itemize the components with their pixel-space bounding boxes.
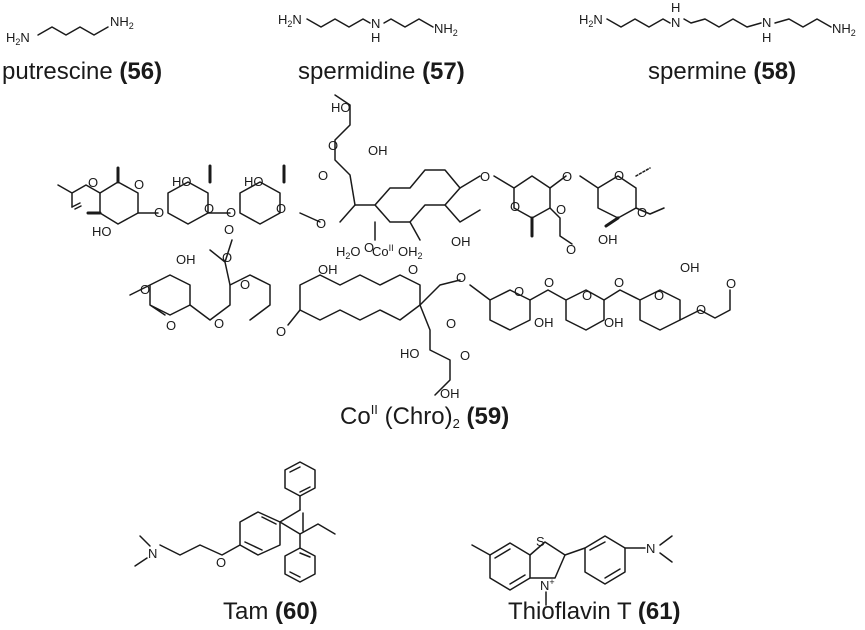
upper-right-sugars: O O O O O OH O: [493, 167, 665, 257]
upper-sugar-chain: O HO O O HO O O HO O O: [57, 164, 326, 239]
tamoxifen-o: O: [216, 555, 226, 570]
lower-right-ring-3-o: O: [654, 288, 664, 303]
upper-link-o-3: O: [316, 216, 326, 231]
caption-thioflavin: Thioflavin T (61): [508, 598, 681, 625]
lower-left-ac-o: O: [222, 250, 232, 265]
spermine-chain-2: [683, 18, 762, 28]
caption-tamoxifen: Tam (60): [223, 598, 318, 625]
spermine-nh2: NH2: [832, 21, 856, 38]
upper-aglycone-o: O: [480, 169, 490, 184]
upper-ring-a-ho: HO: [92, 224, 112, 239]
upper-right-o-ac: O: [556, 202, 566, 217]
lower-right-link-o-1: O: [544, 275, 554, 290]
upper-ring-c-o: O: [276, 201, 286, 216]
upper-ring-a-o: O: [134, 177, 144, 192]
lower-link-o: O: [456, 270, 466, 285]
lower-side-ho: HO: [400, 346, 420, 361]
spermine-chain-1: [606, 18, 671, 28]
spermine-h2n: H2N: [579, 12, 603, 29]
upper-acetyl-o: O: [88, 175, 98, 190]
lower-right-link-o-2: O: [614, 275, 624, 290]
upper-right-link-o: O: [562, 169, 572, 184]
lower-right-ring-1-o: O: [514, 284, 524, 299]
thioflavin-structure: S N+ N: [471, 534, 673, 606]
caption-cobalt-chromomycin: CoII (Chro)2 (59): [340, 402, 509, 431]
lower-right-acetyl-o: O: [726, 276, 736, 291]
upper-right-ring-1-o: O: [510, 199, 520, 214]
thioflavin-n: N+: [540, 577, 555, 593]
spermidine-nh2: NH2: [434, 21, 458, 38]
tamoxifen-n: N: [148, 546, 157, 561]
upper-link-o-1: O: [154, 205, 164, 220]
upper-side-ho: HO: [331, 100, 351, 115]
spermine-h-2: H: [762, 30, 771, 45]
spermidine-h2n: H2N: [278, 12, 302, 29]
lower-right-oh-3: OH: [680, 260, 700, 275]
lower-side-o: O: [446, 316, 456, 331]
cobalt-symbol: CoII: [372, 243, 394, 259]
lower-left-methoxy-o: O: [140, 282, 150, 297]
lower-right-ring-2-o: O: [582, 288, 592, 303]
spermine-chain-3: [774, 18, 832, 28]
lower-left-ring-2-o: O: [240, 277, 250, 292]
lower-aglycone-o: O: [276, 324, 286, 339]
lower-side-o2: O: [460, 348, 470, 363]
upper-aglycone: O OH O O HO OH O: [318, 94, 490, 255]
caption-putrescine: putrescine (56): [2, 58, 162, 85]
cobalt-oh2: OH2: [398, 244, 423, 261]
spermine-n-2: N: [762, 15, 771, 30]
lower-aglycone: OH O O O HO O OH O: [276, 262, 470, 401]
spermidine-h: H: [371, 30, 380, 45]
lower-left-link-o: O: [214, 316, 224, 331]
lower-right-ac-o: O: [696, 302, 706, 317]
caption-spermidine: spermidine (57): [298, 58, 465, 85]
tamoxifen-structure: O N: [134, 461, 336, 583]
cobalt-center: H2O CoII OH2: [336, 243, 423, 261]
chromomycin-complex-structure: O HO O O HO O O HO O O: [57, 94, 736, 401]
upper-aglycone-oh: OH: [451, 234, 471, 249]
putrescine-h2n: H2N: [6, 30, 30, 47]
upper-ring-b-o: O: [204, 201, 214, 216]
upper-right-methoxy-o: O: [637, 205, 647, 220]
lower-left-oh: OH: [176, 252, 196, 267]
thioflavin-s: S: [536, 534, 545, 549]
caption-spermine: spermine (58): [648, 58, 796, 85]
spermidine-chain-right: [383, 18, 434, 28]
upper-right-oh: OH: [598, 232, 618, 247]
upper-side-o2: O: [318, 168, 328, 183]
spermine-structure: H2N H N N H NH2: [579, 0, 856, 45]
spermine-n-1: N: [671, 15, 680, 30]
lower-left-ring-1-o: O: [166, 318, 176, 333]
lower-right-oh-2: OH: [604, 315, 624, 330]
upper-side-o: O: [328, 138, 338, 153]
upper-ring-c-ho: HO: [244, 174, 264, 189]
thioflavin-nme2: N: [646, 541, 655, 556]
upper-side-oh: OH: [368, 143, 388, 158]
upper-ring-b-ho: HO: [172, 174, 192, 189]
lower-left-sugars: O OH O O O O O: [129, 222, 271, 333]
spermine-h-1: H: [671, 0, 680, 15]
lower-right-oh-1: OH: [534, 315, 554, 330]
lower-carbonyl-o: O: [408, 262, 418, 277]
spermidine-structure: H2N N H NH2: [278, 12, 458, 45]
lower-left-acetyl-o: O: [224, 222, 234, 237]
upper-link-o-2: O: [226, 205, 236, 220]
spermidine-n: N: [371, 16, 380, 31]
putrescine-nh2: NH2: [110, 14, 134, 31]
lower-side-oh: OH: [440, 386, 460, 401]
upper-right-ring-2-o: O: [614, 168, 624, 183]
upper-carbonyl-o: O: [364, 240, 374, 255]
lower-aglycone-oh: OH: [318, 262, 338, 277]
cobalt-h2o: H2O: [336, 244, 361, 261]
putrescine-chain: [37, 26, 109, 36]
spermidine-chain-left: [306, 18, 371, 28]
upper-right-acetyl-o: O: [566, 242, 576, 257]
lower-right-sugars: O OH O O OH O O OH O O: [469, 260, 736, 331]
putrescine-structure: H2N NH2: [6, 14, 134, 47]
